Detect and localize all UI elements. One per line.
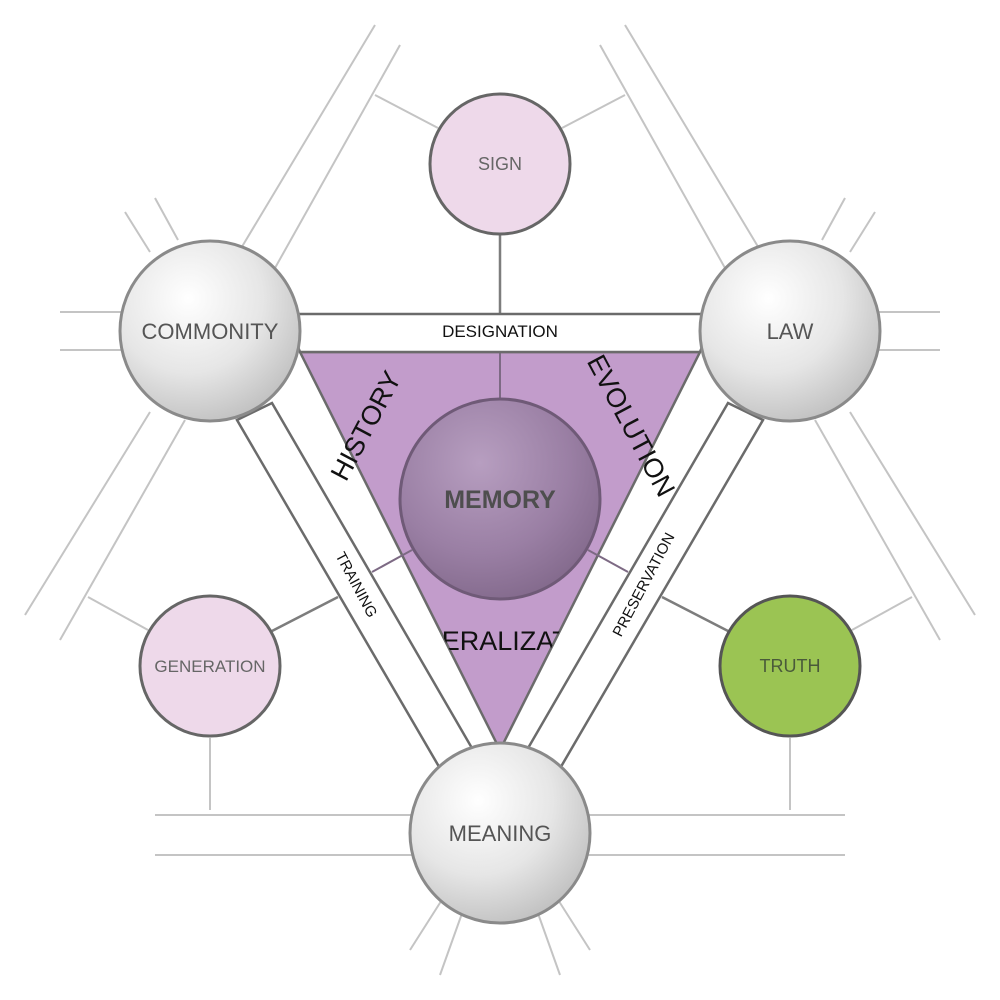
connector-lines — [271, 235, 729, 633]
node-label-truth: TRUTH — [760, 656, 821, 676]
node-label-generation: GENERATION — [154, 657, 265, 676]
node-generation[interactable]: GENERATION — [138, 594, 282, 738]
memory-spokes — [371, 352, 629, 573]
region-label-generalization: GENERALIZATION — [383, 626, 617, 656]
node-label-commonity: COMMONITY — [142, 319, 279, 344]
node-sign[interactable]: SIGN — [428, 92, 572, 236]
edge-label-designation: DESIGNATION — [442, 322, 558, 341]
node-label-law: LAW — [767, 319, 814, 344]
node-memory[interactable]: MEMORY — [398, 397, 602, 601]
background-lines — [24, 24, 976, 976]
node-law[interactable]: LAW — [698, 239, 882, 423]
node-meaning[interactable]: MEANING — [408, 741, 592, 925]
node-label-sign: SIGN — [478, 154, 522, 174]
node-commonity[interactable]: COMMONITY — [118, 239, 302, 423]
node-label-memory: MEMORY — [444, 486, 556, 514]
node-label-meaning: MEANING — [449, 821, 552, 846]
edge-designation: DESIGNATION — [283, 312, 717, 354]
node-truth[interactable]: TRUTH — [718, 594, 862, 738]
